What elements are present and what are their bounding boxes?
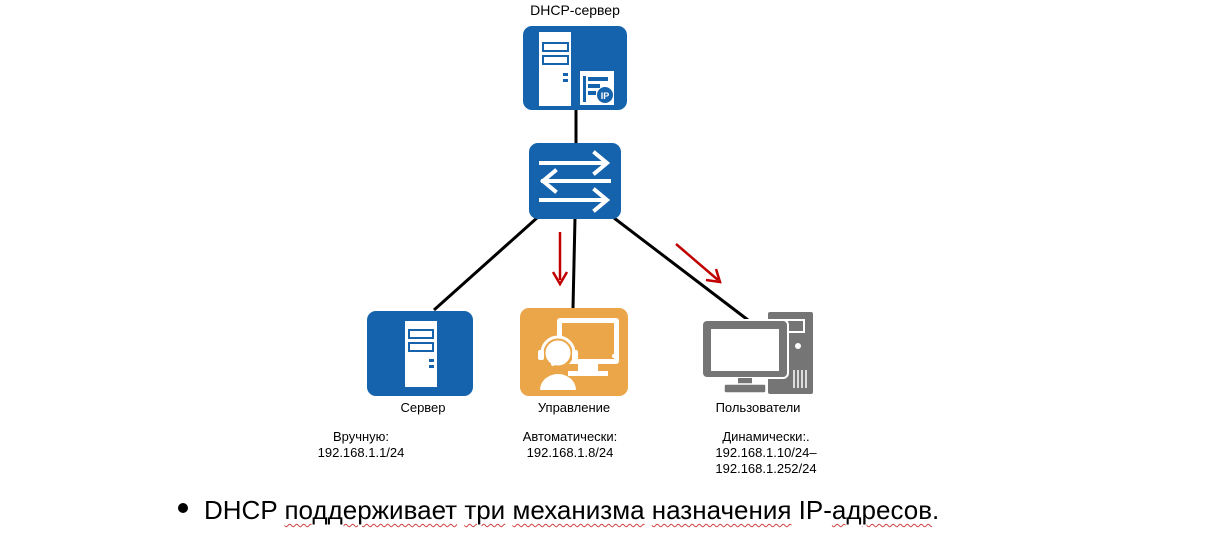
management-node[interactable] [520, 308, 628, 396]
caption-prefix: DHCP [204, 495, 278, 525]
operator-workstation-icon [538, 318, 619, 390]
dhcp-server-icon: IP [539, 32, 616, 107]
server-label: Сервер [400, 400, 446, 415]
server-node[interactable] [367, 311, 473, 396]
caption-word: назначения [651, 495, 792, 525]
management-label: Управление [537, 400, 611, 415]
management-mode: Автоматически: [522, 429, 618, 444]
link-switch-server [433, 215, 539, 312]
svg-text:IP: IP [601, 91, 610, 101]
caption-word: поддерживает [284, 495, 458, 525]
users-ip-from: 192.168.1.10/24– [715, 445, 817, 460]
management-ip: 192.168.1.8/24 [526, 445, 614, 460]
server-ip: 192.168.1.1/24 [317, 445, 405, 460]
management-ip-info: Автоматически: 192.168.1.8/24 [500, 429, 640, 461]
server-mode: Вручную: [332, 429, 390, 444]
caption-word: адресов [831, 495, 933, 525]
bullet-icon [178, 503, 188, 514]
users-mode: Динамически:. [722, 429, 810, 444]
caption-end: . [932, 495, 940, 525]
caption-bullet: DHCP поддерживает три механизма назначен… [178, 495, 939, 526]
switch-node[interactable] [529, 143, 621, 219]
caption-word: механизма [512, 495, 645, 525]
users-ip-info: Динамически:. 192.168.1.10/24– 192.168.1… [696, 429, 836, 477]
link-switch-management [571, 217, 577, 309]
dhcp-server-label: DHCP-сервер [530, 2, 620, 18]
switch-icon [539, 150, 611, 213]
desktop-pc-icon [701, 312, 813, 394]
server-ip-info: Вручную: 192.168.1.1/24 [300, 429, 422, 461]
arrow-to-users [675, 243, 722, 284]
arrow-to-management [551, 232, 569, 287]
server-icon [405, 321, 437, 387]
users-node[interactable] [701, 312, 814, 396]
caption-suffix: IP- [798, 495, 832, 525]
link-switch-users [613, 216, 749, 322]
dhcp-server-node[interactable]: IP [523, 26, 627, 110]
caption-word: три [464, 495, 506, 525]
users-label: Пользователи [715, 400, 801, 415]
users-ip-to: 192.168.1.252/24 [715, 461, 817, 476]
